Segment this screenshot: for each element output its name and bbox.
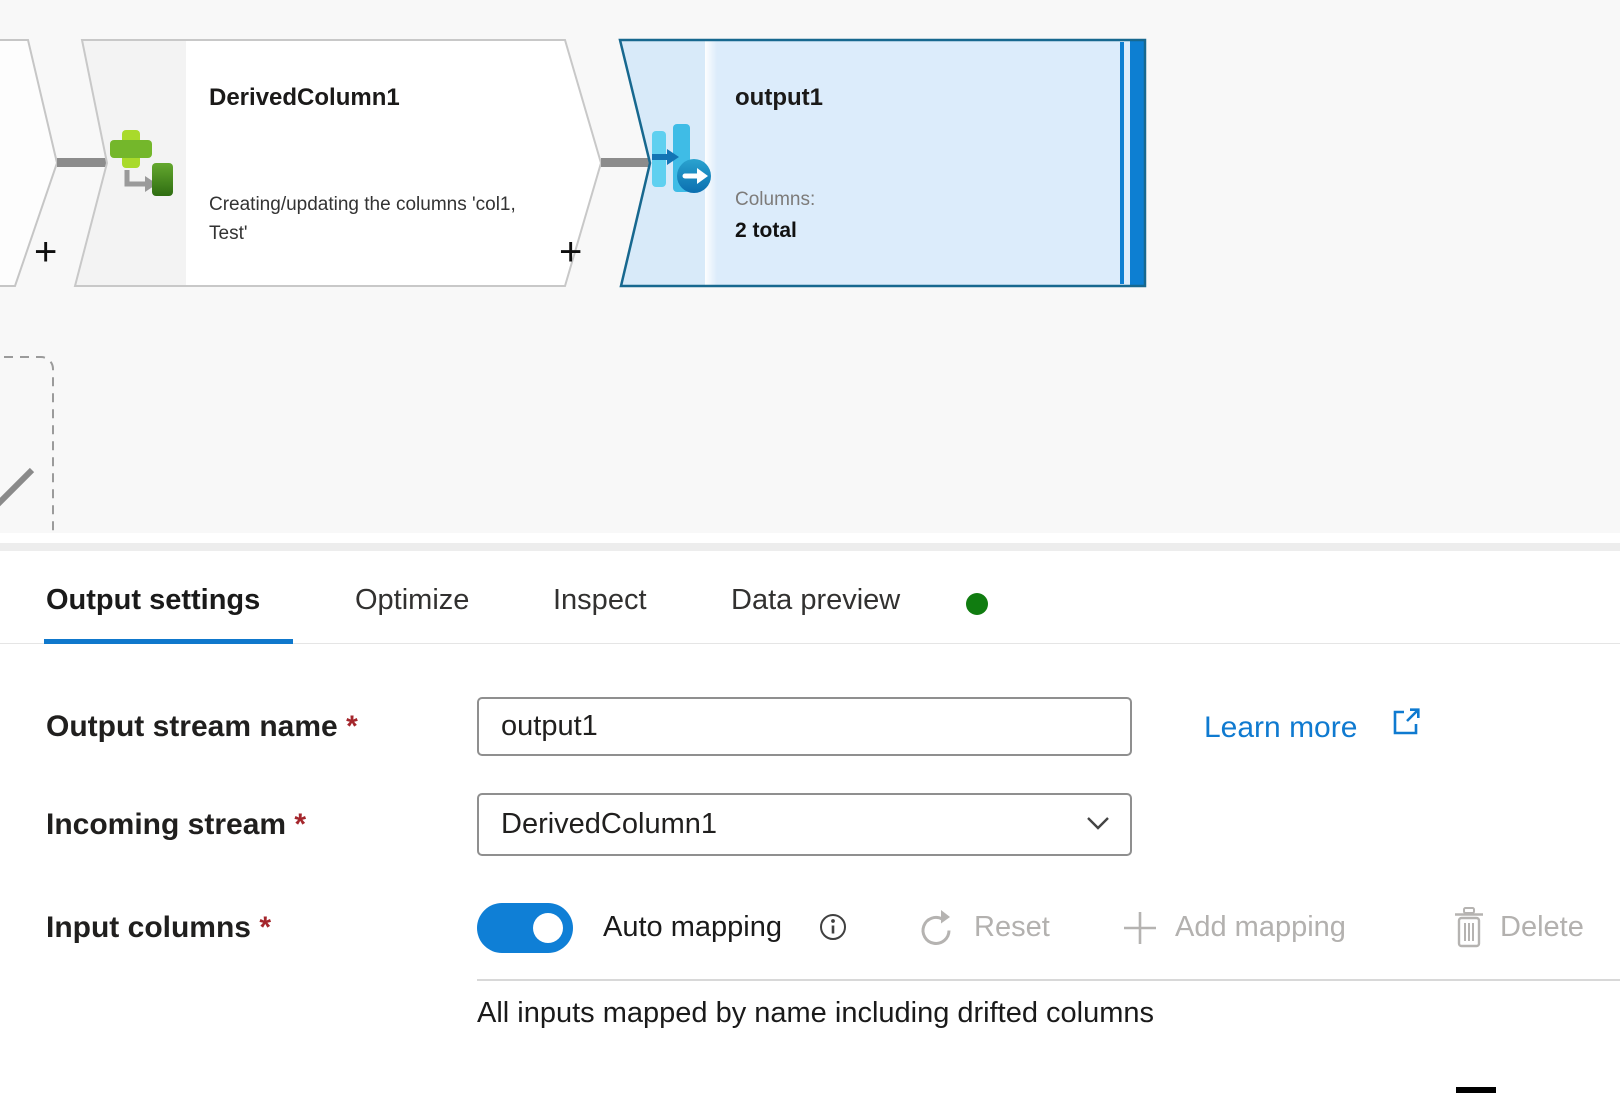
tab-inspect[interactable]: Inspect: [553, 584, 647, 616]
input-columns-label: Input columns *: [46, 911, 271, 945]
mapping-section-divider: [477, 979, 1620, 981]
output-node-columns-label: Columns:: [735, 189, 816, 210]
add-transformation-button[interactable]: +: [559, 230, 583, 274]
add-icon: [1124, 912, 1156, 944]
output-stream-name-label: Output stream name *: [46, 710, 358, 744]
panel-resize-handle[interactable]: [1456, 1087, 1496, 1093]
connector-line: [601, 158, 652, 167]
tab-strip-border: [0, 643, 1620, 644]
add-mapping-button[interactable]: Add mapping: [1175, 911, 1346, 943]
output-stream-name-input[interactable]: output1: [477, 697, 1132, 756]
trash-icon: [1455, 907, 1483, 948]
canvas-shapes: [0, 38, 1147, 533]
required-asterisk: *: [259, 911, 272, 944]
tab-data-preview[interactable]: Data preview: [731, 584, 901, 616]
data-preview-status-dot: [966, 593, 988, 615]
chevron-down-icon[interactable]: [1086, 816, 1110, 830]
derived-column-icon: [110, 130, 173, 196]
reset-icon: [921, 910, 951, 945]
derived-node-description: Creating/updating the columns 'col1, Tes…: [209, 194, 516, 244]
auto-mapping-toggle[interactable]: [477, 903, 573, 953]
connector-line: [57, 158, 108, 167]
placeholder-node-outline: [0, 356, 54, 533]
sink-icon: [652, 124, 711, 193]
info-icon[interactable]: [818, 912, 848, 942]
add-transformation-button[interactable]: +: [34, 230, 58, 274]
delete-button[interactable]: Delete: [1500, 911, 1584, 943]
reset-button[interactable]: Reset: [974, 911, 1050, 943]
required-asterisk: *: [346, 710, 358, 743]
connector-stub: [0, 467, 35, 507]
output-stream-name-label-text: Output stream name: [46, 710, 338, 743]
tab-output-settings[interactable]: Output settings: [46, 584, 261, 616]
incoming-stream-dropdown[interactable]: DerivedColumn1: [477, 793, 1132, 856]
incoming-stream-label-text: Incoming stream: [46, 808, 287, 841]
active-tab-underline: [44, 639, 293, 644]
external-link-icon[interactable]: [1390, 706, 1422, 738]
output-node-columns-value: 2 total: [735, 219, 797, 242]
required-asterisk: *: [294, 808, 307, 841]
derived-column-node[interactable]: [73, 39, 603, 287]
input-columns-label-text: Input columns: [46, 911, 251, 944]
toggle-knob: [533, 913, 563, 943]
panel-resize-bar[interactable]: [0, 543, 1620, 1093]
output-sink-node[interactable]: [618, 38, 1147, 288]
output-node-title: output1: [735, 84, 823, 111]
learn-more-link[interactable]: Learn more: [1204, 711, 1358, 744]
incoming-stream-label: Incoming stream *: [46, 808, 306, 842]
auto-mapping-label: Auto mapping: [603, 911, 782, 943]
tab-optimize[interactable]: Optimize: [355, 584, 470, 616]
dataflow-canvas[interactable]: DerivedColumn1 Creating/updating the col…: [0, 0, 1620, 533]
mapping-note: All inputs mapped by name including drif…: [477, 997, 1155, 1029]
source-node-partial[interactable]: [0, 39, 59, 287]
derived-node-title: DerivedColumn1: [209, 84, 400, 111]
